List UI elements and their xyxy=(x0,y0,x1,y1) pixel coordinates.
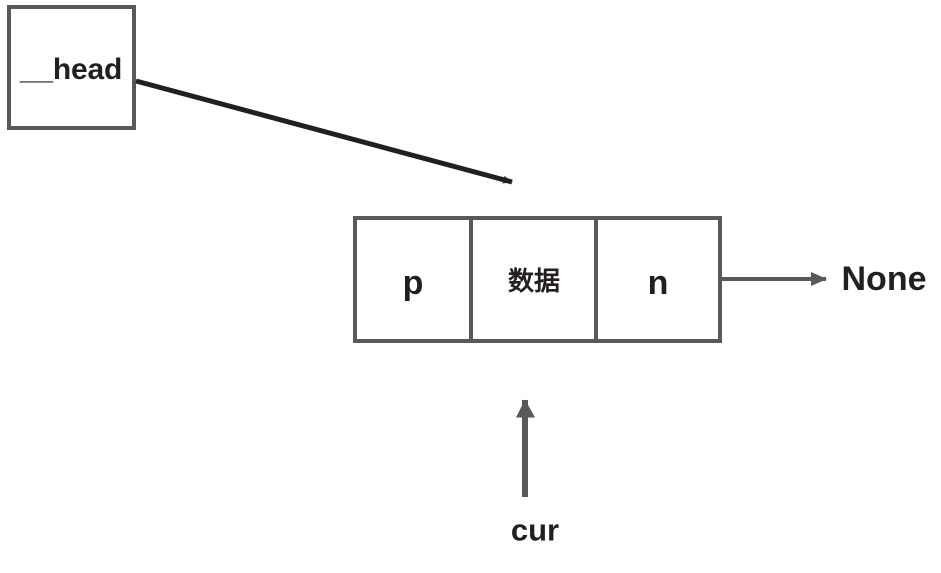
node-cell-prev-label: p xyxy=(402,264,424,302)
head-box xyxy=(7,5,136,130)
node-cell-next-label: n xyxy=(647,264,669,302)
head-to-node-arrow xyxy=(135,78,513,185)
cur-pointer-label: cur xyxy=(510,512,560,548)
head-box-label: __head xyxy=(19,53,123,86)
node-cell-data-label: 数据 xyxy=(507,267,561,297)
none-label: None xyxy=(841,260,927,298)
node-box xyxy=(353,216,722,343)
